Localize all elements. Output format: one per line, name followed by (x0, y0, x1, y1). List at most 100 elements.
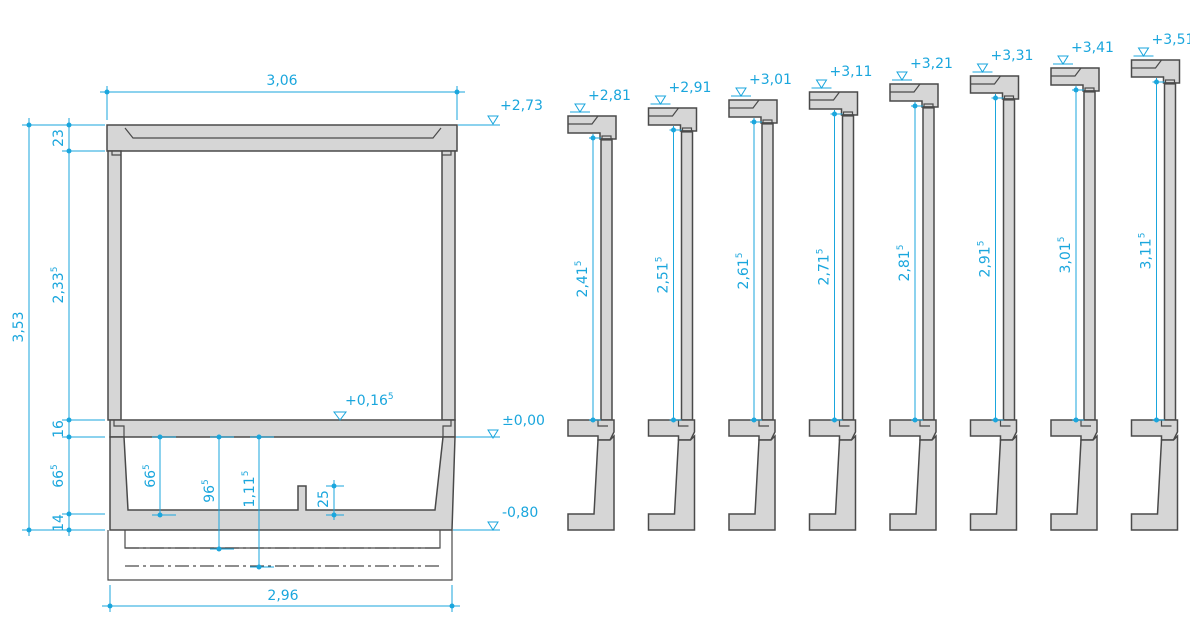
variant-floor-joint (1080, 420, 1091, 427)
floor-joint-left (113, 420, 125, 437)
variant-floor-slab (889, 419, 937, 441)
variant-roof-slab (567, 115, 617, 140)
variant-height-label: 3,115 (1138, 233, 1155, 270)
variant-level-label: +3,31 (991, 48, 1034, 64)
variant-basement-wall (728, 434, 776, 531)
variant-wall-joint (1003, 95, 1015, 101)
right-wall (441, 150, 456, 421)
variant-roof-recess (1051, 67, 1082, 77)
roof-joint-left (111, 151, 121, 156)
variant-height-label: 2,615 (735, 253, 752, 290)
variant-level-label: +3,21 (910, 56, 953, 72)
variant-roof-recess (1131, 59, 1162, 69)
floor-joint-right (442, 420, 452, 437)
variant-wall (922, 106, 935, 421)
variant-roof-recess (809, 91, 840, 101)
dim-inner-25: 25 (316, 480, 344, 520)
dim-inner-965: 965 (201, 434, 234, 552)
variant-roof-recess (729, 99, 760, 109)
variant-floor-joint (999, 420, 1011, 427)
variant-roof-slab (808, 91, 859, 116)
variant-wall-joint (681, 127, 693, 133)
variant-height-label: 2,815 (896, 245, 913, 282)
variant-sections: 2,415 +2,81 2,515 +2,91 2,615 +3,01 2,715+3,11… (567, 32, 1190, 531)
variant-section-3: 2,615 +3,01 (728, 72, 792, 531)
variant-basement-wall (969, 434, 1018, 531)
variant-floor-slab (1050, 419, 1098, 441)
variant-height-label: 2,715 (816, 249, 833, 286)
variant-wall (1083, 90, 1096, 421)
variant-basement-wall (1050, 434, 1098, 531)
dim-width-bottom: 2,96 (102, 585, 460, 612)
variant-level-label: +3,01 (749, 72, 792, 88)
variant-wall-joint (601, 135, 612, 141)
dim-width-top: 3,06 (100, 73, 465, 120)
variant-floor-joint (919, 420, 930, 427)
level-top-label: +2,73 (500, 98, 543, 114)
dim-inner-1115: 1,115 (241, 434, 274, 570)
variant-wall-joint (1164, 79, 1176, 85)
dim-1115-label: 1,115 (241, 471, 258, 508)
variant-roof-recess (648, 107, 679, 117)
variant-floor-joint (1160, 420, 1172, 427)
variant-basement-wall (1130, 434, 1179, 531)
variant-section-6: 2,915+3,31 (969, 48, 1034, 531)
variant-level-label: +3,41 (1071, 40, 1114, 56)
variant-height-label: 3,015 (1057, 237, 1074, 274)
footing-side (107, 530, 453, 581)
variant-wall (761, 122, 774, 421)
roof-joint-right (442, 151, 452, 156)
variant-wall-joint (923, 103, 934, 109)
variant-basement-wall (647, 434, 696, 531)
width-bottom-label: 2,96 (267, 588, 298, 604)
dim-233-label: 2,335 (50, 267, 67, 304)
variant-section-8: 3,115 +3,51 (1130, 32, 1190, 531)
variant-section-2: 2,515 +2,91 (647, 80, 712, 531)
total-height-label: 3,53 (11, 311, 27, 342)
dim-total-height: 3,53 (11, 118, 105, 536)
left-wall (107, 150, 122, 421)
variant-floor-slab (808, 419, 857, 441)
variant-roof-slab (1130, 59, 1181, 84)
variant-floor-joint (677, 420, 689, 427)
variant-roof-recess (970, 75, 1001, 85)
dim-965-label: 965 (201, 479, 218, 503)
level-floor: +0,165 (333, 392, 394, 421)
variant-height-label: 2,415 (574, 261, 591, 298)
dim-25-label: 25 (316, 490, 332, 508)
variant-floor-slab (969, 419, 1018, 441)
variant-roof-slab (647, 107, 698, 132)
variant-wall-joint (842, 111, 854, 117)
variant-floor-joint (838, 420, 850, 427)
variant-wall-joint (1084, 87, 1095, 93)
variant-floor-slab (728, 419, 776, 441)
dim-23-label: 23 (51, 129, 67, 147)
variant-floor-slab (567, 419, 615, 441)
variant-floor-joint (597, 420, 608, 427)
level-zero: ±0,00 (456, 413, 545, 439)
variant-roof-slab (969, 75, 1020, 100)
dim-16-label: 16 (51, 420, 67, 438)
variant-wall (1163, 82, 1177, 421)
variant-wall (1002, 98, 1016, 421)
dim-665-left-label: 665 (50, 464, 67, 488)
variant-level-label: +3,51 (1152, 32, 1190, 48)
roof-recess (124, 127, 442, 139)
variant-roof-slab (728, 99, 778, 124)
variant-section-4: 2,715+3,11 (808, 64, 872, 531)
level-bottom-label: -0,80 (502, 505, 538, 521)
variant-basement-wall (889, 434, 937, 531)
variant-floor-slab (647, 419, 696, 441)
dim-chain-left: 23 2,335 16 665 14 (50, 118, 105, 536)
variant-height-label: 2,515 (655, 257, 672, 294)
variant-level-label: +2,91 (669, 80, 712, 96)
variant-basement-wall (567, 434, 615, 531)
level-bottom: -0,80 (453, 505, 538, 531)
level-floor-label: +0,165 (345, 392, 394, 409)
variant-level-label: +2,81 (588, 88, 631, 104)
variant-floor-slab (1130, 419, 1179, 441)
dim-665-inner-label: 665 (142, 464, 159, 488)
floor-slab (109, 419, 456, 438)
variant-basement-wall (808, 434, 857, 531)
